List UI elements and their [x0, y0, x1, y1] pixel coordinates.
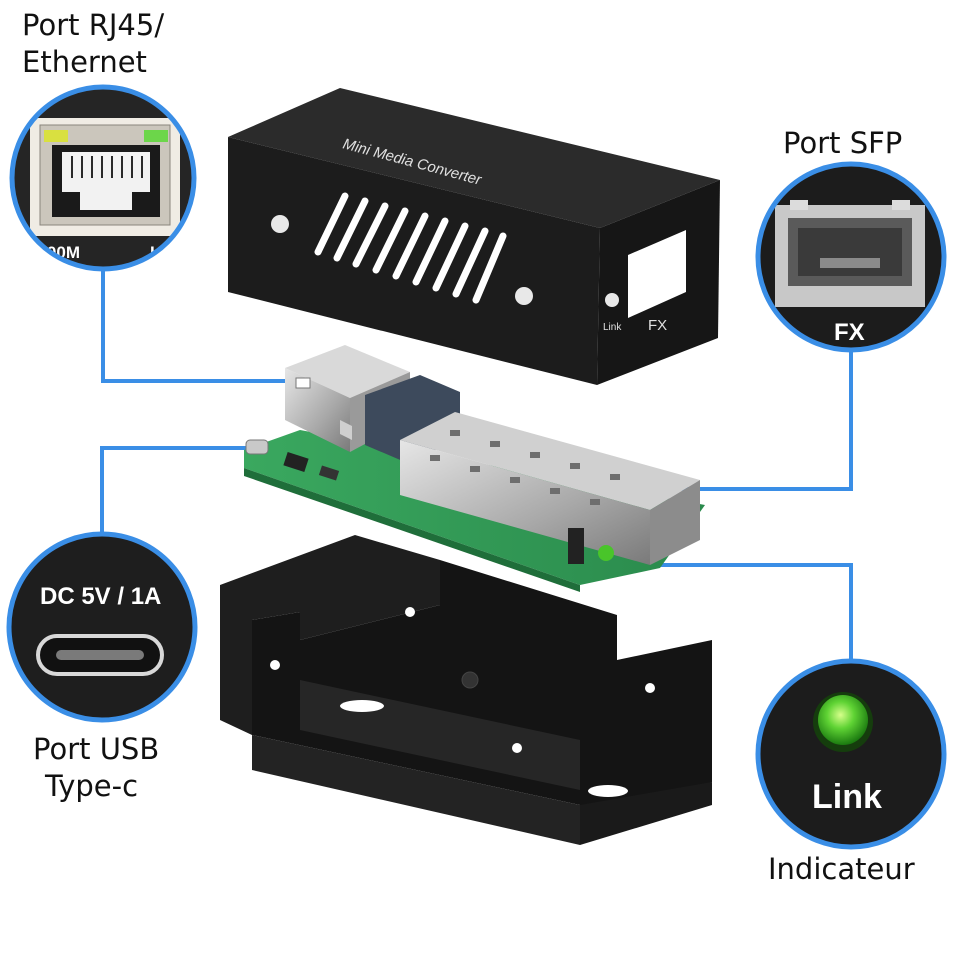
leader-led: [597, 563, 853, 661]
bottom-tray: [220, 535, 712, 845]
rj45-led-right: [144, 130, 168, 142]
top-housing: Mini Media Converter Link FX: [228, 88, 720, 385]
pcb-board: [244, 345, 705, 592]
screw-hole-right: [515, 287, 533, 305]
rj45-port-icon: [52, 145, 160, 217]
sfp-cage: [400, 412, 700, 565]
housing-link-label: Link: [603, 322, 622, 333]
leader-lines: [100, 268, 853, 661]
pcb-usb-port: [245, 439, 269, 455]
vent-slots: [314, 192, 507, 304]
sfp-cage-icon: [775, 200, 925, 307]
leader-sfp: [680, 350, 853, 491]
leader-usb: [100, 446, 262, 534]
rj45-title-line2: Ethernet: [22, 45, 147, 79]
pcb-led: [598, 545, 614, 561]
screw-hole-left: [271, 215, 289, 233]
callout-sfp: FX: [755, 161, 947, 353]
callout-led: Link: [755, 658, 947, 850]
rj45-led-left: [44, 130, 68, 142]
indicator-title: Indicateur: [768, 852, 915, 886]
callout-usb: DC 5V / 1A: [6, 531, 198, 723]
sfp-port-label: FX: [834, 319, 865, 346]
usb-c-port-icon: [36, 634, 164, 676]
housing-fx-label: FX: [648, 317, 667, 334]
rj45-title-line1: Port RJ45/: [22, 8, 165, 42]
leader-rj45: [101, 268, 300, 383]
usb-title-line2: Type-c: [45, 769, 139, 803]
usb-title-line1: Port USB: [33, 732, 160, 766]
usb-rating-label: DC 5V / 1A: [40, 583, 161, 610]
led-link-label: Link: [812, 778, 882, 816]
callout-rj45: 1000M Li: [9, 84, 197, 272]
led-icon: [813, 692, 873, 752]
sfp-title: Port SFP: [783, 126, 903, 160]
fx-opening: [628, 230, 686, 318]
link-led-hole: [605, 293, 619, 307]
